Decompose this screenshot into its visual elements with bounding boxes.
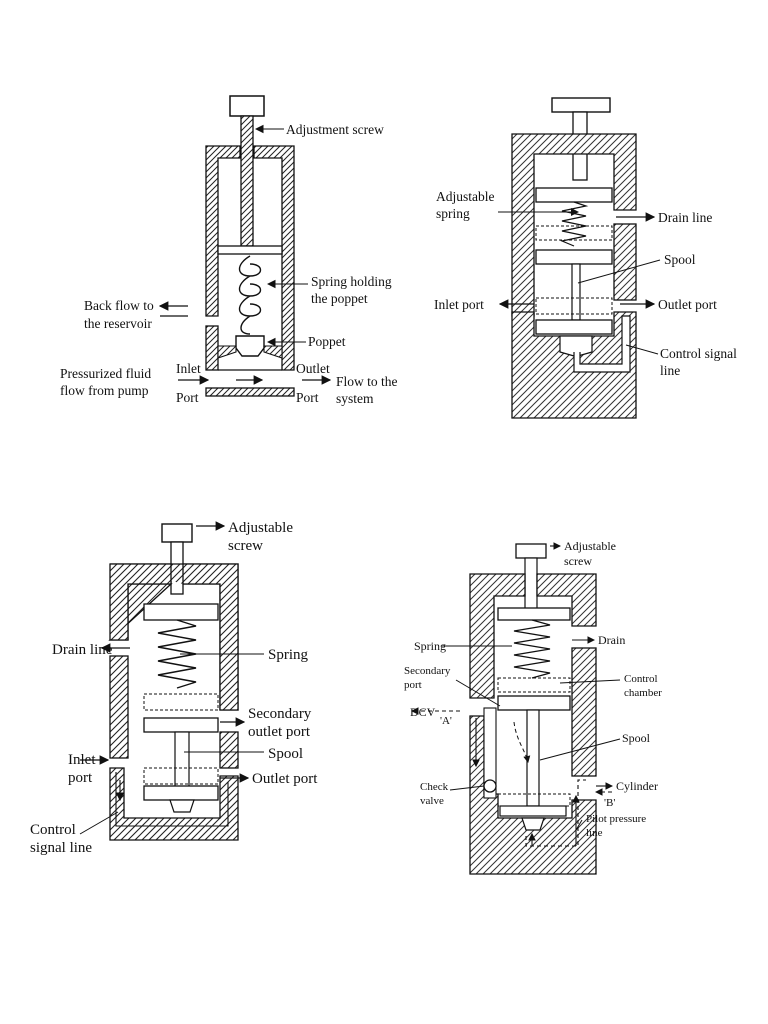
spool-lower-land bbox=[143, 785, 219, 801]
label-drain-line: Drain line bbox=[52, 642, 113, 658]
label-spring-line-2: the poppet bbox=[311, 291, 368, 306]
label-adjustable-spring-2: spring bbox=[436, 206, 470, 221]
spool-upper-land bbox=[143, 717, 219, 733]
spring bbox=[513, 619, 551, 679]
screw-shaft bbox=[524, 557, 538, 615]
label-spool: Spool bbox=[664, 252, 696, 267]
spool-stem bbox=[174, 731, 190, 791]
label-pressurized-2: flow from pump bbox=[60, 383, 149, 398]
spool-lower-land bbox=[535, 319, 613, 335]
spring-cap bbox=[535, 187, 613, 203]
valve-body-left-wall bbox=[205, 145, 241, 317]
label-drain-line: Drain line bbox=[658, 210, 712, 225]
reducing-valve-diagram-2: Adjustable screw Drain line Spring Secon… bbox=[30, 520, 318, 856]
check-valve-ball bbox=[483, 779, 497, 793]
label-check-1: Check bbox=[420, 781, 449, 793]
spring-cap bbox=[497, 607, 571, 621]
spool-stem bbox=[571, 263, 581, 321]
label-pressurized-1: Pressurized fluid bbox=[60, 366, 151, 381]
spring-coil bbox=[238, 255, 262, 335]
label-adjustable-screw-1: Adjustable bbox=[228, 520, 293, 536]
label-adjustment-screw: Adjustment screw bbox=[286, 122, 384, 137]
label-poppet: Poppet bbox=[308, 334, 346, 349]
label-control-chamber-1: Control bbox=[624, 673, 658, 685]
label-adjustable-spring-1: Adjustable bbox=[436, 189, 495, 204]
screw-head bbox=[515, 543, 547, 559]
label-control-2: signal line bbox=[30, 840, 92, 856]
relief-valve-diagram: Adjustment screw Spring holding the popp… bbox=[60, 95, 398, 406]
poppet bbox=[235, 335, 265, 357]
label-secondary-1: Secondary bbox=[248, 706, 312, 722]
valve-body-bottom bbox=[205, 387, 295, 397]
body-right-lower bbox=[219, 731, 239, 769]
valve-body-left-lower bbox=[205, 325, 219, 371]
label-adjustable-screw-2: screw bbox=[564, 554, 592, 568]
screw-head bbox=[229, 95, 265, 117]
label-adjustable-screw-2: screw bbox=[228, 538, 263, 554]
label-inlet-2: port bbox=[68, 770, 93, 786]
label-secondary-2: port bbox=[404, 679, 422, 691]
spool-stem bbox=[526, 709, 540, 807]
body-right-mid bbox=[571, 647, 597, 777]
label-pilot-1: Pilot pressure bbox=[586, 813, 646, 825]
valve-seat-right bbox=[263, 345, 283, 359]
label-cylinder: Cylinder bbox=[616, 779, 658, 793]
sequence-valve-diagram: Adjustable screw Spring Drain Secondary … bbox=[404, 539, 662, 875]
label-dcv: DCV bbox=[410, 705, 436, 719]
label-back-flow-1: Back flow to bbox=[84, 298, 154, 313]
label-control-signal-2: line bbox=[660, 363, 680, 378]
label-back-flow-2: the reservoir bbox=[84, 316, 152, 331]
label-port-a: 'A' bbox=[440, 715, 452, 727]
label-flow-2: system bbox=[336, 391, 374, 406]
label-spring: Spring bbox=[414, 639, 446, 653]
label-control-1: Control bbox=[30, 822, 76, 838]
label-port-b: 'B' bbox=[604, 797, 615, 809]
upper-body-right bbox=[613, 223, 637, 301]
lower-body bbox=[109, 767, 239, 841]
reducing-valve-diagram-1: Adjustable spring Drain line Spool Inlet… bbox=[434, 97, 737, 419]
spring-cap bbox=[143, 603, 219, 621]
check-valve-passage bbox=[483, 707, 497, 799]
screw-head bbox=[161, 523, 193, 543]
screw-head bbox=[551, 97, 611, 113]
spool-tip bbox=[169, 799, 195, 813]
label-inlet-port: Inlet port bbox=[434, 297, 484, 312]
screw-shaft bbox=[240, 115, 254, 247]
label-control-signal-1: Control signal bbox=[660, 346, 737, 361]
label-pilot-2: line bbox=[586, 827, 603, 839]
valve-seat bbox=[217, 345, 237, 359]
label-port-right: Port bbox=[296, 390, 319, 405]
label-spring: Spring bbox=[268, 647, 309, 663]
label-outlet-port: Outlet port bbox=[658, 297, 717, 312]
label-spring-line-1: Spring holding bbox=[311, 274, 392, 289]
adjustable-spring bbox=[559, 201, 589, 247]
label-secondary-2: outlet port bbox=[248, 724, 311, 740]
spool-upper-land bbox=[535, 249, 613, 265]
label-port-left: Port bbox=[176, 390, 199, 405]
label-adjustable-screw-1: Adjustable bbox=[564, 539, 616, 553]
label-inlet: Inlet bbox=[176, 361, 201, 376]
spool-upper-land bbox=[497, 695, 571, 711]
label-check-2: valve bbox=[420, 795, 444, 807]
label-control-chamber-2: chamber bbox=[624, 687, 662, 699]
control-signal-passage bbox=[573, 315, 631, 373]
body-left-mid bbox=[109, 655, 129, 759]
label-spool: Spool bbox=[268, 746, 303, 762]
label-secondary-1: Secondary bbox=[404, 665, 451, 677]
label-outlet-port: Outlet port bbox=[252, 771, 318, 787]
label-drain: Drain bbox=[598, 633, 625, 647]
label-flow-1: Flow to the bbox=[336, 374, 398, 389]
label-spool: Spool bbox=[622, 731, 651, 745]
spring-plate bbox=[217, 245, 283, 255]
label-inlet-1: Inlet bbox=[68, 752, 96, 768]
spool-lower-land bbox=[499, 805, 567, 817]
spool-tip bbox=[521, 817, 545, 831]
label-outlet: Outlet bbox=[296, 361, 330, 376]
